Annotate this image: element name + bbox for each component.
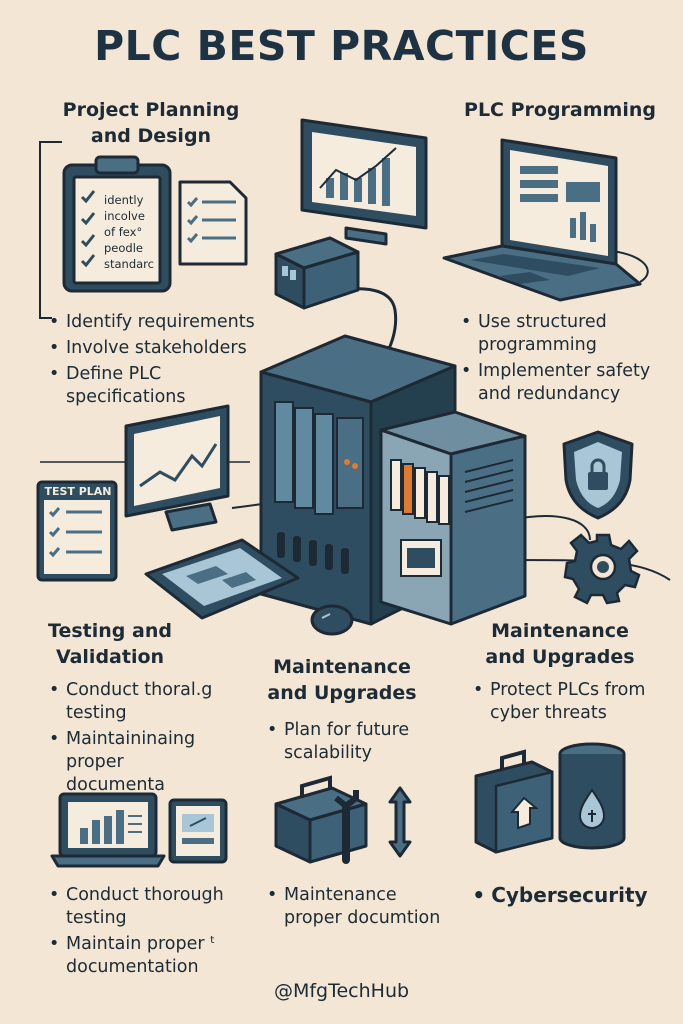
maintenance-center-heading: Maintenance and Upgrades	[267, 656, 417, 704]
list-item: Implementer safety and redundancy	[458, 360, 678, 406]
list-item: Involve stakeholders	[46, 337, 286, 360]
plc-module-icon	[274, 236, 360, 310]
list-item: Plan for future scalability	[264, 719, 434, 765]
mouse-icon	[310, 604, 354, 636]
maintenance-right-heading: Maintenance and Upgrades	[485, 620, 635, 668]
maintenance-right-bullets: Protect PLCs from cyber threats	[470, 679, 670, 728]
laptop-icon	[442, 138, 642, 302]
shield-lock-icon	[562, 430, 634, 520]
list-item: Identify requirements	[46, 311, 286, 334]
monitor-linechart-icon	[124, 404, 230, 532]
toolbox-icon	[274, 775, 412, 864]
maintenance-center-bullets-bottom: Maintenance proper documtion	[264, 884, 464, 933]
list-item: Conduct thoral.g testing	[46, 679, 226, 725]
secure-storage-icon	[474, 742, 626, 854]
testing-bullets-bottom: Conduct thorough testing Maintain proper…	[46, 884, 256, 982]
plc-cabinet-icon	[259, 334, 527, 626]
clipboard-icon	[62, 155, 172, 293]
monitor-chart-icon	[300, 118, 428, 246]
test-plan-label: TEST PLAN	[44, 485, 112, 498]
list-item: Define PLC specifications	[46, 363, 216, 409]
list-item: Maintenance proper documtion	[264, 884, 454, 930]
tablet-icon	[144, 538, 300, 620]
footer-handle: @MfgTechHub	[273, 980, 410, 1002]
testing-heading: Testing and Validation	[48, 620, 172, 668]
cybersecurity-label: •Cybersecurity	[472, 883, 648, 907]
page-title: PLC BEST PRACTICES	[94, 22, 589, 70]
testing-bullets: Conduct thoral.g testing Maintaininaing …	[46, 679, 246, 800]
laptop-tablet-icon	[50, 792, 228, 868]
clipboard-text: idently incolve of fex° peodle standarc	[104, 193, 154, 271]
programming-bullets: Use structured programming Implementer s…	[458, 311, 673, 409]
planning-bullets: Identify requirements Involve stakeholde…	[46, 311, 286, 412]
list-item: Conduct thorough testing	[46, 884, 246, 930]
gear-icon	[563, 533, 641, 605]
list-item: Maintaininaing proper documenta	[46, 728, 226, 797]
list-item: Maintain proper ᵗ documentation	[46, 933, 246, 979]
list-item: Use structured programming	[458, 311, 638, 357]
planning-heading: Project Planning and Design	[62, 99, 240, 147]
checklist-document-icon	[178, 180, 248, 266]
list-item: Protect PLCs from cyber threats	[470, 679, 665, 725]
programming-heading: PLC Programming	[464, 99, 656, 121]
maintenance-center-bullets: Plan for future scalability	[264, 719, 454, 768]
test-plan-document-icon	[36, 480, 118, 582]
